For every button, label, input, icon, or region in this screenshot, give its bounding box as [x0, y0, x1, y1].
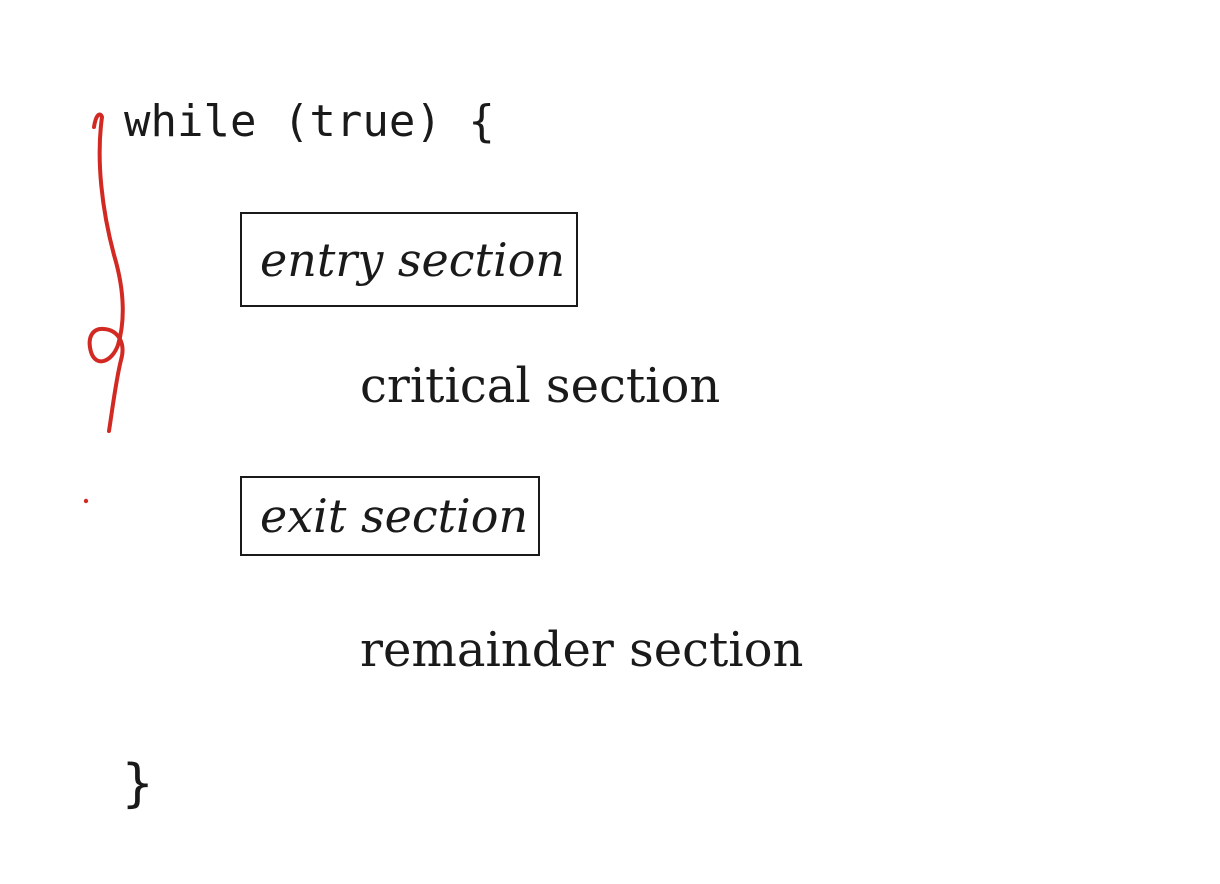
remainder-section-label: remainder section — [360, 622, 804, 678]
entry-section-label: entry section — [260, 232, 566, 287]
exit-section-label: exit section — [260, 489, 529, 543]
red-dot-mark — [83, 498, 89, 504]
exit-section-box: exit section — [240, 476, 540, 556]
entry-section-box: entry section — [240, 212, 578, 307]
while-loop-header: while (true) { — [124, 96, 495, 147]
loop-closing-brace: } — [122, 754, 154, 814]
red-bracket-stroke — [87, 112, 125, 433]
critical-section-label: critical section — [360, 358, 721, 414]
